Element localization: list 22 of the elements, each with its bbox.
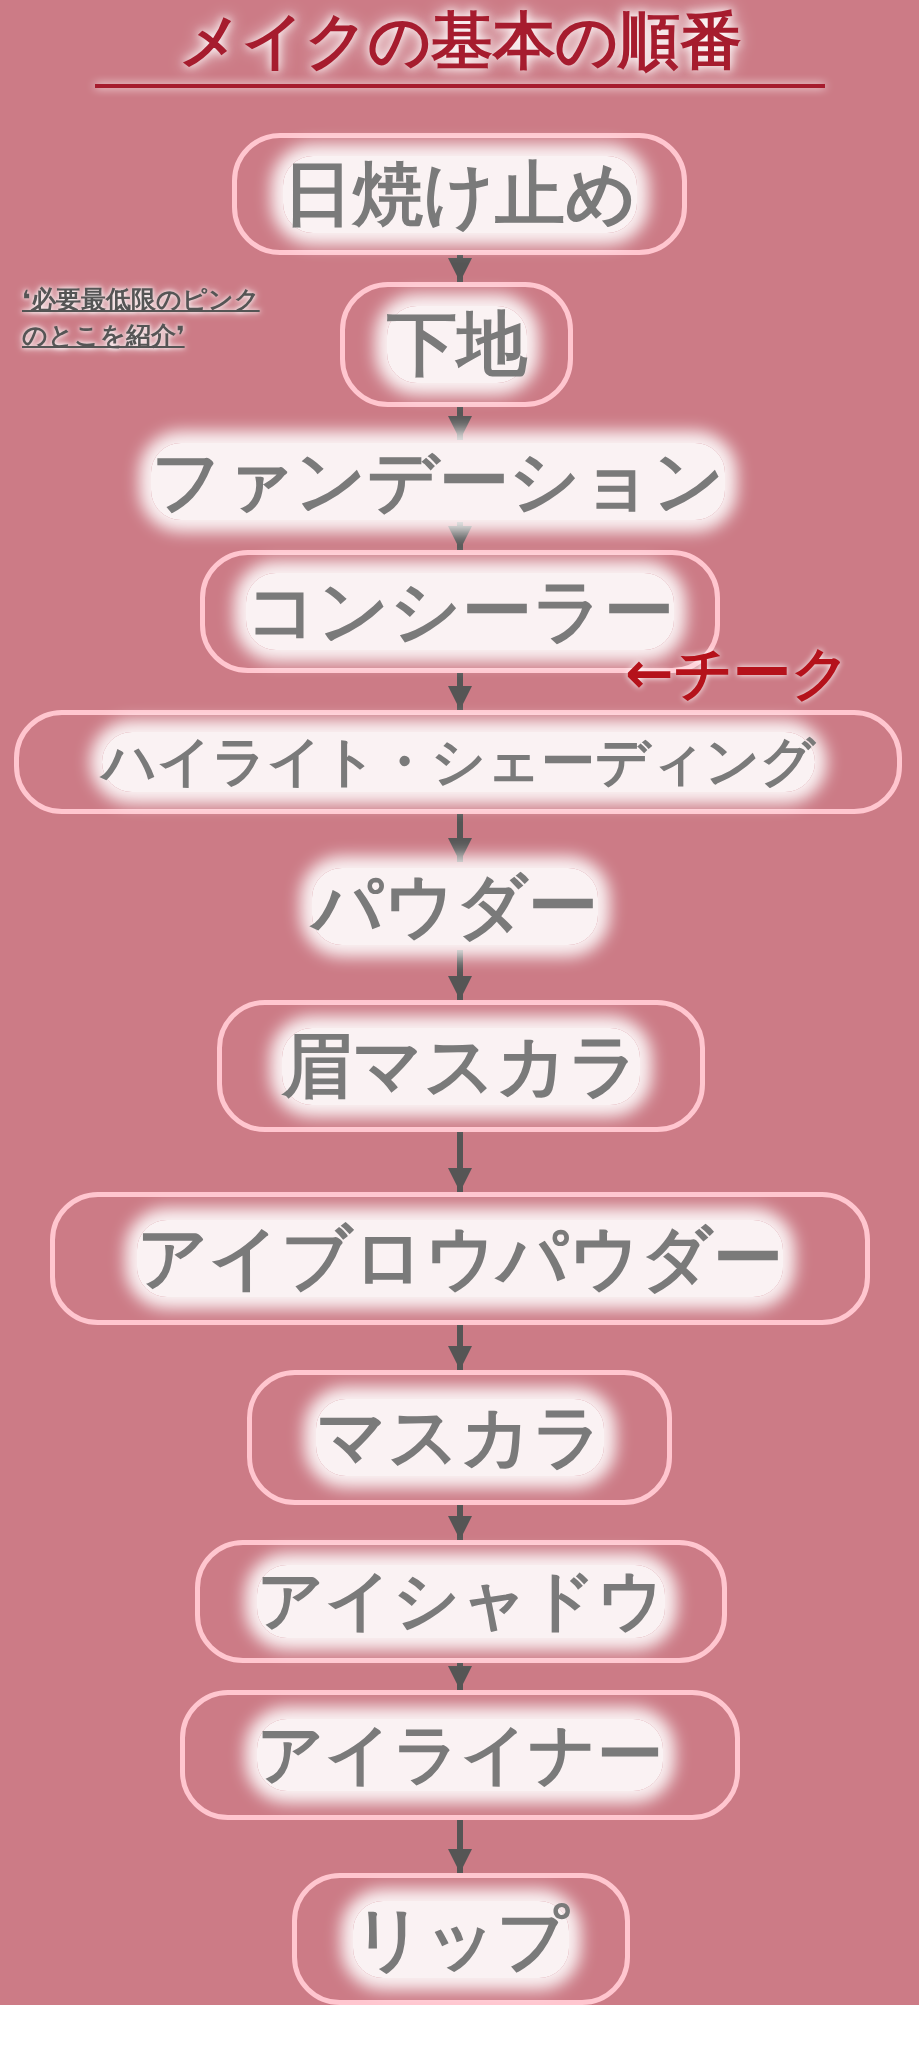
arrow — [448, 1820, 472, 1873]
step-box: アイブロウパウダー — [50, 1192, 870, 1325]
step-box: ハイライト・シェーディング — [14, 710, 902, 814]
step-box: アイライナー — [180, 1690, 740, 1820]
note-text: ❛必要最低限のピンクのとこを紹介❜ — [22, 284, 261, 352]
arrow — [448, 407, 472, 440]
step-box: 日焼け止め — [232, 133, 687, 255]
arrow — [448, 950, 472, 1000]
step-box: アイシャドウ — [195, 1540, 727, 1663]
arrow — [448, 522, 472, 550]
arrow — [448, 255, 472, 282]
arrow — [448, 1325, 472, 1370]
arrow — [448, 1505, 472, 1540]
arrow — [448, 1663, 472, 1690]
arrow — [448, 814, 472, 862]
step-box: リップ — [292, 1873, 630, 2005]
step-box: 眉マスカラ — [217, 1000, 705, 1132]
title: メイクの基本の順番 — [177, 3, 743, 79]
step-box: 下地 — [340, 282, 573, 407]
arrow — [448, 673, 472, 710]
step-box: マスカラ — [247, 1370, 672, 1505]
arrow — [448, 1132, 472, 1192]
